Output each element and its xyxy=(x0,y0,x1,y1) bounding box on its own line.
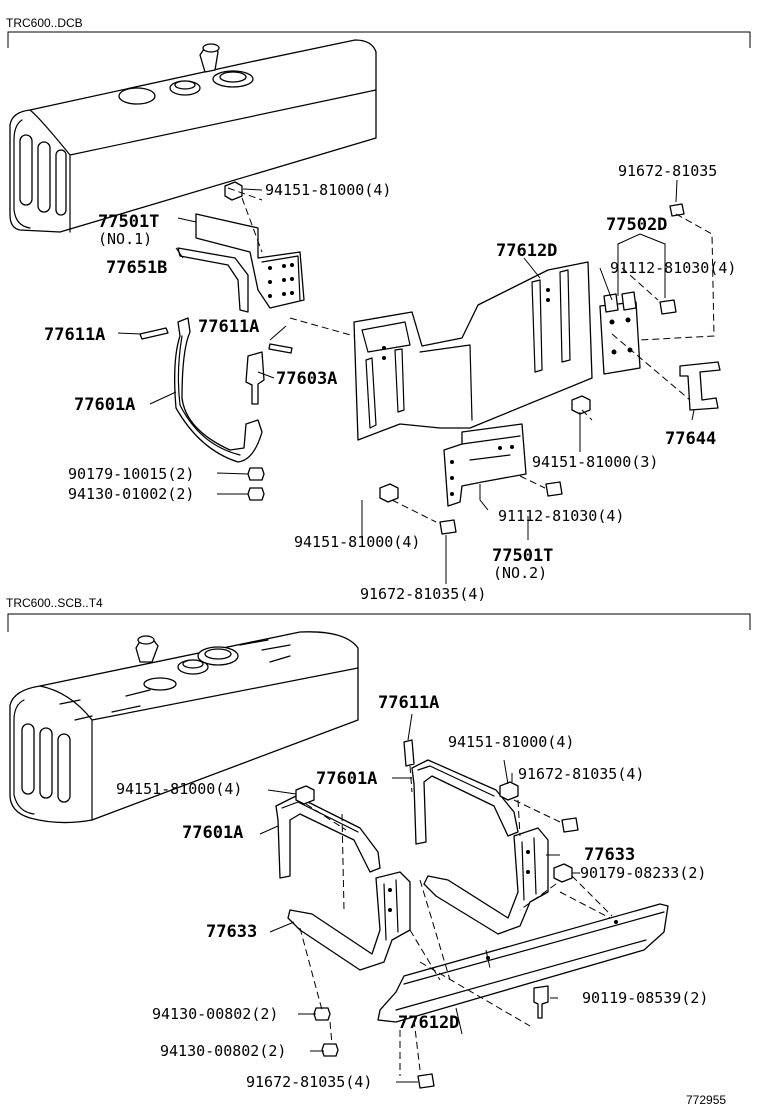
label-94130-00802-a: 94130-00802(2) xyxy=(152,1005,278,1023)
label-94151-81000-a: 94151-81000(4) xyxy=(265,181,391,199)
label-77611A-left: 77611A xyxy=(44,325,105,345)
label-91672-81035-right: 91672-81035(4) xyxy=(518,765,644,783)
tank-band-77601A-left xyxy=(275,795,381,879)
label-77633-left: 77633 xyxy=(206,922,257,942)
label-77501T-no1: (NO.1) xyxy=(98,230,152,248)
section-bracket-bottom xyxy=(7,613,751,632)
fuel-tank-top xyxy=(9,39,377,233)
turnbuckle-77603A xyxy=(245,351,265,405)
figure-id: 772955 xyxy=(686,1093,726,1107)
bolt-91672-bottom-b xyxy=(417,1073,435,1089)
stud-bolt-left xyxy=(139,327,169,340)
bolt-90119 xyxy=(533,985,549,1019)
label-77601A-left: 77601A xyxy=(182,823,243,843)
bracket-77612D-bottom xyxy=(377,903,669,1023)
label-94130-01002: 94130-01002(2) xyxy=(68,485,194,503)
stud-bolt-right xyxy=(268,343,293,354)
label-94130-00802-b: 94130-00802(2) xyxy=(160,1042,286,1060)
label-91672-81035-top: 91672-81035 xyxy=(618,162,717,180)
nut-94130-b xyxy=(321,1043,339,1057)
cushion-94151-bottom xyxy=(379,483,399,503)
cushion-94151-a xyxy=(224,181,243,201)
label-77611A-right: 77611A xyxy=(198,317,259,337)
label-91672-81035-bottom: 91672-81035(4) xyxy=(360,585,486,603)
label-77501T-2: 77501T xyxy=(492,546,553,566)
bolt-91672-top xyxy=(669,203,685,217)
label-77601A-mid: 77601A xyxy=(316,769,377,789)
guide-line xyxy=(227,187,715,523)
bracket-77633-left xyxy=(287,871,411,971)
label-91672-81035-bottom: 91672-81035(4) xyxy=(246,1073,372,1091)
label-94151-81000-right: 94151-81000(4) xyxy=(448,733,574,751)
cushion-94151-mid xyxy=(571,395,591,415)
bolt-91112-right xyxy=(659,299,677,315)
label-77644: 77644 xyxy=(665,429,716,449)
label-94151-81000-left: 94151-81000(4) xyxy=(116,780,242,798)
bracket-77644 xyxy=(679,361,721,411)
cushion-94151-left xyxy=(295,785,315,805)
label-77612D: 77612D xyxy=(496,241,557,261)
label-77611A: 77611A xyxy=(378,693,439,713)
label-91112-81030-bottom: 91112-81030(4) xyxy=(498,507,624,525)
label-77501T-no2: (NO.2) xyxy=(493,564,547,582)
bracket-77501T-no2 xyxy=(443,423,527,507)
nut-94130-a xyxy=(313,1007,331,1021)
bracket-77501T-no1 xyxy=(195,213,305,309)
label-94151-81000-bottom: 94151-81000(4) xyxy=(294,533,420,551)
cushion-77651B xyxy=(177,247,249,313)
bracket-77502D xyxy=(599,291,641,375)
label-77651B: 77651B xyxy=(106,258,167,278)
label-90179-10015: 90179-10015(2) xyxy=(68,465,194,483)
section-header-bottom: TRC600..SCB..T4 xyxy=(6,596,103,610)
bolt-91672-right xyxy=(561,817,579,833)
bolt-91672-bottom xyxy=(439,519,457,535)
label-77501T: 77501T xyxy=(98,212,159,232)
leader-line xyxy=(117,179,695,584)
label-77502D: 77502D xyxy=(606,215,667,235)
bolt-91112-bottom xyxy=(545,481,563,497)
tank-band-77601A-right xyxy=(411,759,519,845)
fuel-tank-bottom xyxy=(9,631,359,824)
leader-line xyxy=(259,713,580,1083)
label-77612D-bottom: 77612D xyxy=(398,1013,459,1033)
bracket-77612D-top xyxy=(353,261,593,441)
section-header-top: TRC600..DCB xyxy=(6,16,83,30)
nut-90179 xyxy=(247,467,265,481)
nut-94130 xyxy=(247,487,265,501)
cushion-90179 xyxy=(553,863,573,883)
bottom-section: TRC600..SCB..T4 xyxy=(6,596,751,1107)
label-77603A: 77603A xyxy=(276,369,337,389)
cushion-94151-right xyxy=(499,781,519,801)
tank-band-77601A xyxy=(174,317,263,463)
label-77601A: 77601A xyxy=(74,395,135,415)
top-section: TRC600..DCB xyxy=(6,16,751,603)
label-77633-right: 77633 xyxy=(584,845,635,865)
label-90179-08233: 90179-08233(2) xyxy=(580,864,706,882)
label-94151-81000-mid: 94151-81000(3) xyxy=(532,453,658,471)
label-90119-08539: 90119-08539(2) xyxy=(582,989,708,1007)
label-91112-81030-right: 91112-81030(4) xyxy=(610,259,736,277)
bracket-77633-right xyxy=(423,827,549,935)
guide-line xyxy=(299,765,613,1076)
stud-bolt-77611A xyxy=(403,739,415,767)
section-bracket-top xyxy=(7,31,751,48)
